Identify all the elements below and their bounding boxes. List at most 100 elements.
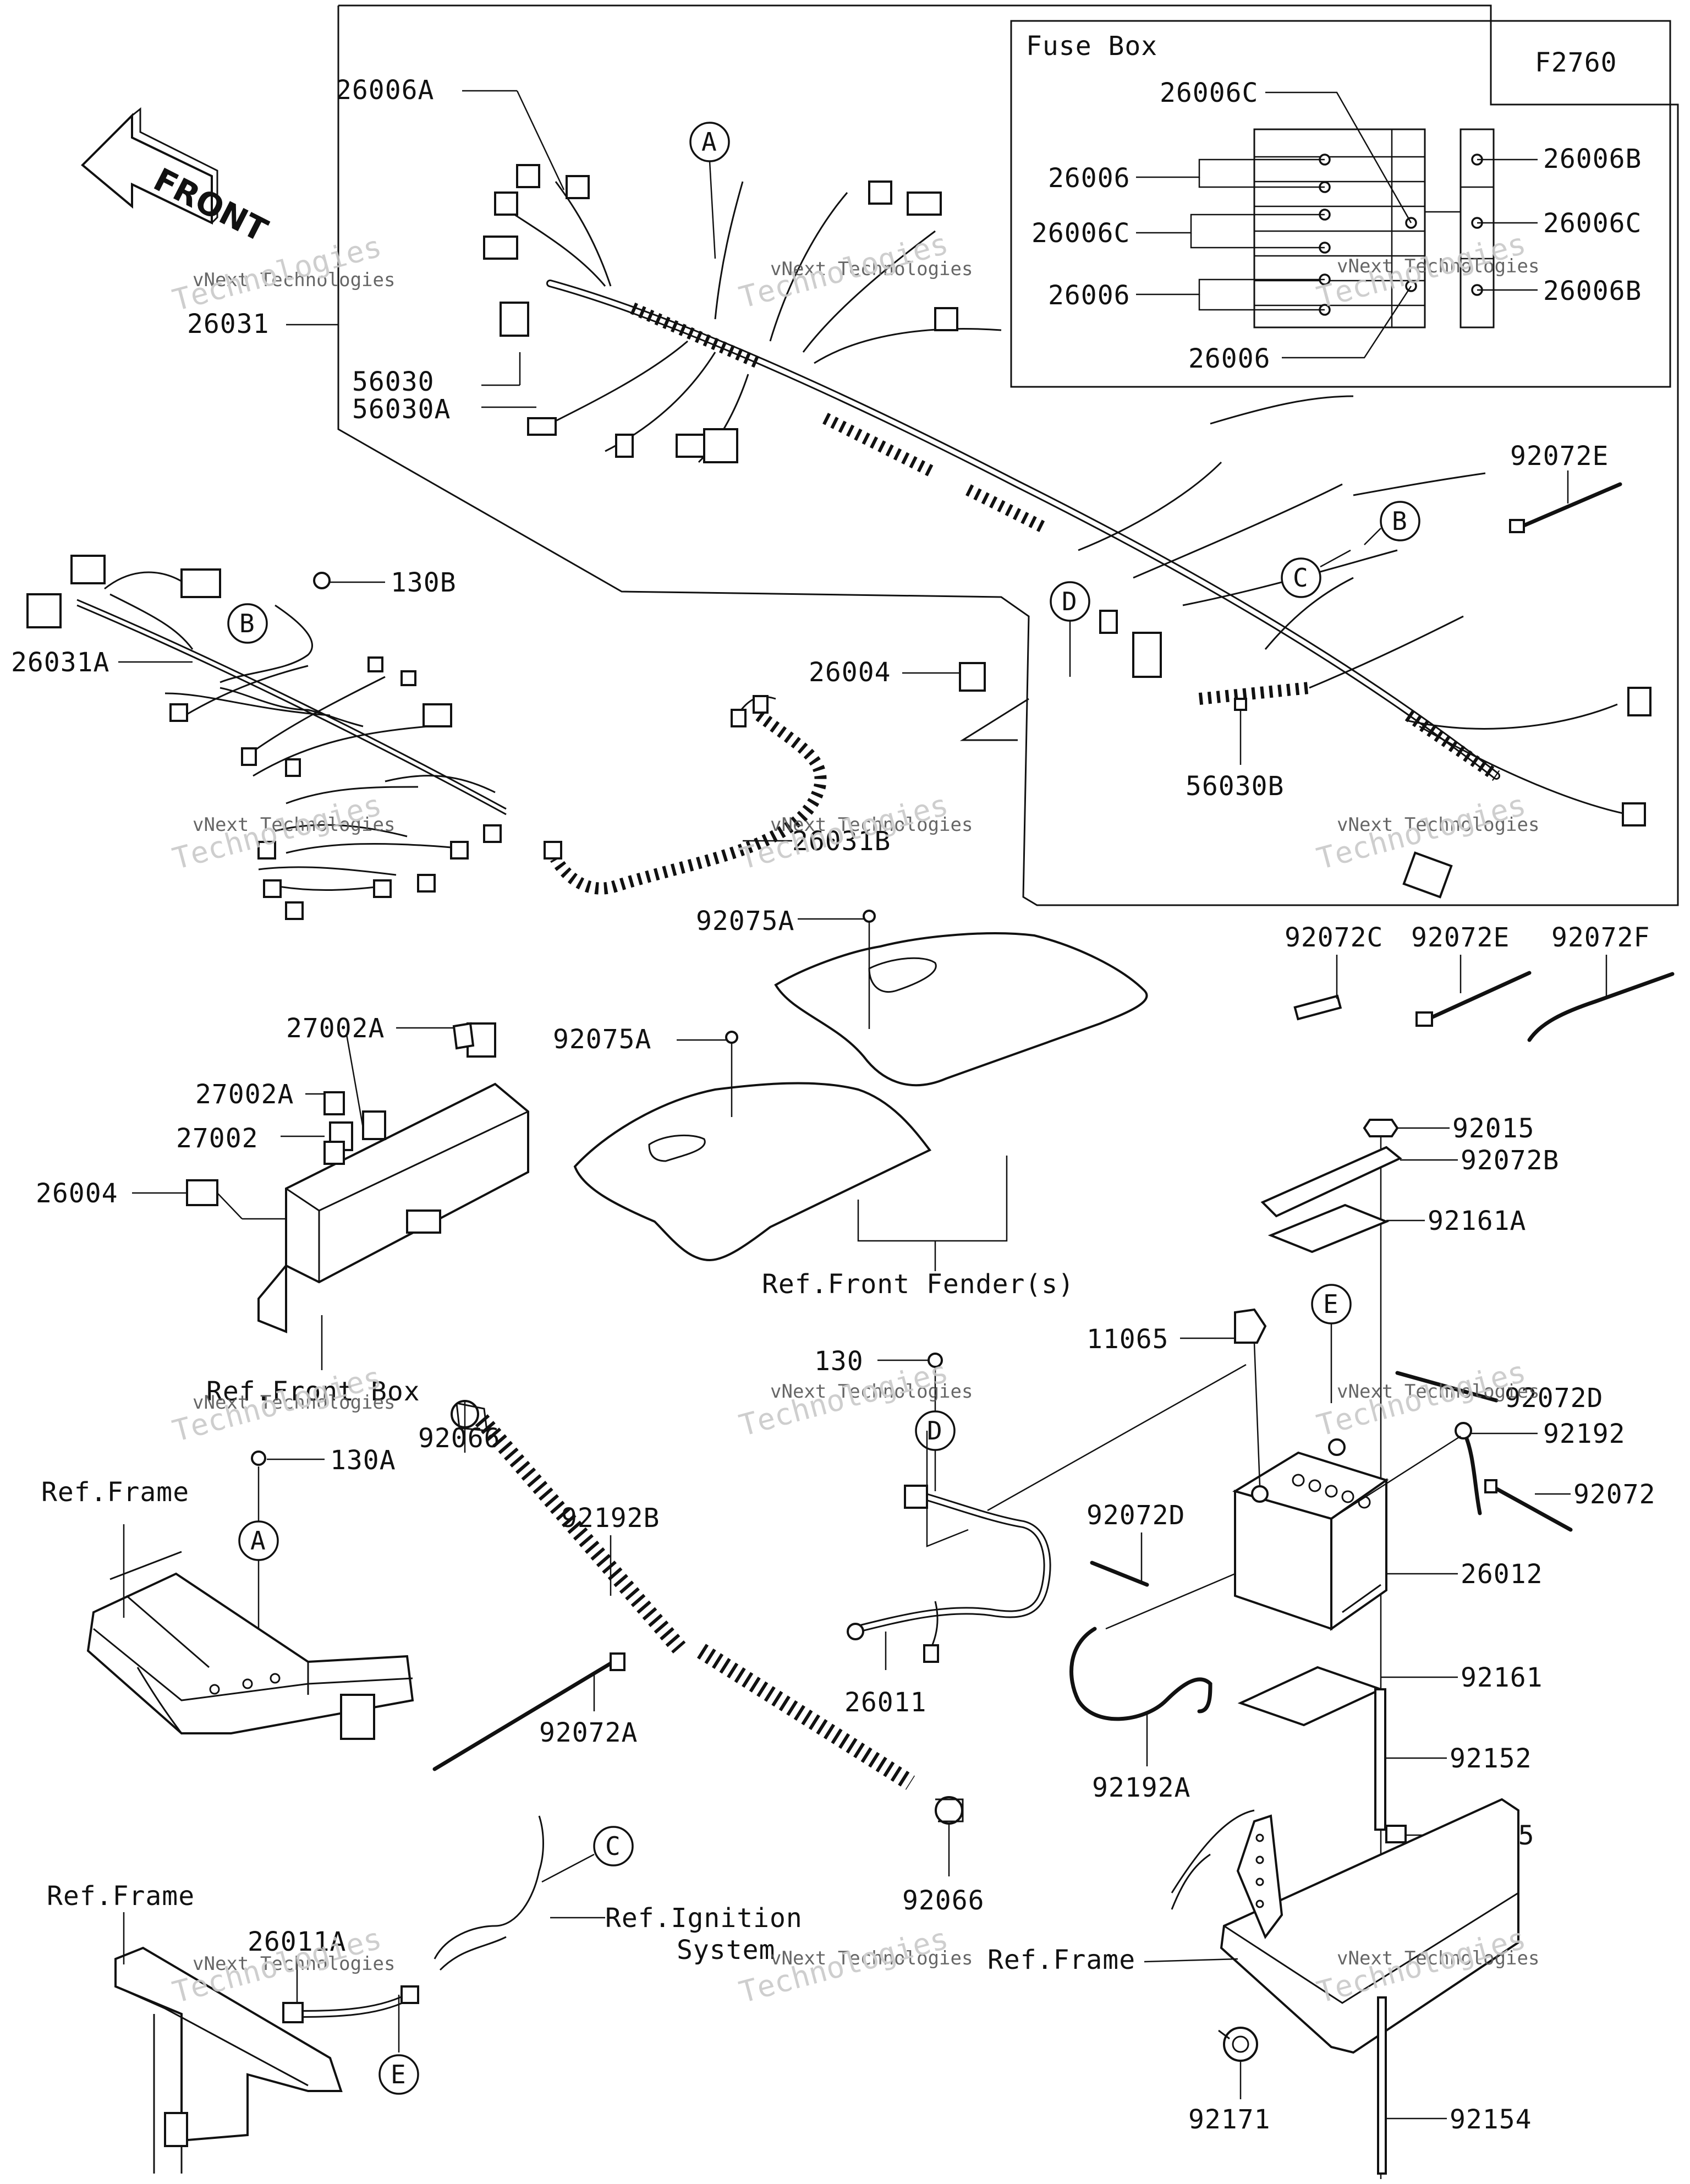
tube-92192b — [451, 1400, 964, 1825]
pad-92161a — [1268, 1203, 1390, 1254]
main-harness-outline — [337, 4, 1679, 906]
svg-text:vNext Technologies: vNext Technologies — [1337, 1947, 1539, 1969]
label-26031a: 26031A — [11, 647, 109, 678]
label-ref-front-box: Ref.Front Box — [206, 1376, 420, 1407]
nut-92015 — [1363, 1119, 1399, 1137]
diagram-code: F2760 — [1535, 47, 1617, 78]
front-box — [257, 1022, 529, 1333]
label-92192b: 92192B — [561, 1503, 660, 1534]
label-ref-ignition-1: Ref.Ignition — [605, 1903, 803, 1934]
watermarks: vNext Technologies Technologies vNext Te… — [169, 226, 1539, 2010]
label-26006a: 26006A — [336, 75, 434, 106]
tie-92072e — [1428, 971, 1532, 1020]
label-26004-top: 26004 — [809, 657, 891, 688]
label-56030b: 56030B — [1186, 771, 1284, 802]
label-26031: 26031 — [187, 309, 270, 340]
frame-section-lower — [114, 1946, 343, 2174]
svg-text:vNext Technologies: vNext Technologies — [1337, 814, 1539, 836]
label-26012: 26012 — [1461, 1559, 1543, 1590]
label-92066-bottom: 92066 — [902, 1885, 985, 1916]
callout-a-frame-label: A — [250, 1526, 266, 1556]
callout-e-lower-label: E — [391, 2060, 407, 2089]
callout-e-battery-label: E — [1323, 1289, 1339, 1319]
tie-92072d — [1090, 1561, 1149, 1587]
label-92072e-top: 92072E — [1510, 441, 1609, 472]
front-arrow-label: FRONT — [148, 161, 274, 249]
label-92072f: 92072F — [1551, 922, 1650, 953]
label-92161a: 92161A — [1428, 1206, 1526, 1236]
svg-text:vNext Technologies: vNext Technologies — [770, 258, 973, 280]
label-130a: 130A — [330, 1445, 396, 1476]
label-92072d: 92072D — [1087, 1500, 1185, 1531]
label-56030: 56030 — [352, 366, 435, 397]
label-ref-frame-lower: Ref.Frame — [47, 1881, 195, 1912]
svg-text:vNext Technologies: vNext Technologies — [193, 814, 395, 836]
rod-92154 — [1377, 1996, 1387, 2175]
label-27002a-2: 27002A — [195, 1079, 294, 1110]
fuse-label-26006-1: 26006 — [1048, 163, 1131, 194]
label-92161: 92161 — [1461, 1662, 1543, 1693]
label-130b: 130B — [391, 567, 457, 598]
svg-text:vNext Technologies: vNext Technologies — [770, 1947, 973, 1969]
clip-92075 — [1385, 1825, 1407, 1843]
label-26011: 26011 — [844, 1687, 927, 1718]
callout-c-lower — [593, 1826, 634, 1866]
callout-b-right — [1380, 501, 1420, 541]
svg-text:vNext Technologies: vNext Technologies — [193, 1392, 395, 1414]
fuse-label-26006b-2: 26006B — [1543, 276, 1642, 306]
label-92154: 92154 — [1450, 2104, 1532, 2135]
cable-26011a — [282, 1815, 544, 2023]
label-56030a: 56030A — [352, 394, 451, 425]
callout-e-lower — [378, 2054, 419, 2095]
svg-text:vNext Technologies: vNext Technologies — [193, 269, 395, 291]
svg-text:vNext Technologies: vNext Technologies — [193, 1953, 395, 1975]
label-92072a: 92072A — [539, 1717, 638, 1748]
rod-92152 — [1374, 1688, 1386, 1831]
fuse-label-26006-2: 26006 — [1048, 280, 1131, 311]
hose-92192a — [1069, 1627, 1212, 1721]
bolt-130b — [313, 572, 331, 589]
label-92075a: 92075A — [553, 1024, 651, 1055]
hose-92192 — [1461, 1428, 1482, 1515]
clamp-92171 — [1218, 2027, 1258, 2062]
label-26011a: 26011A — [248, 1926, 346, 1957]
battery-26012 — [1232, 1438, 1389, 1631]
label-ref-ignition-2: System — [677, 1935, 775, 1966]
callout-c-right — [1281, 557, 1321, 598]
label-92072d-top: 92072D — [1505, 1383, 1603, 1414]
callout-d-bottom-label: D — [927, 1416, 943, 1446]
fuse-label-26006c-top: 26006C — [1160, 78, 1258, 108]
callout-b-right-label: B — [1392, 506, 1408, 536]
label-26004-box: 26004 — [36, 1178, 118, 1209]
bolt-130a — [251, 1450, 266, 1466]
sub-harness-26031b — [544, 695, 827, 895]
label-27002a-1: 27002A — [286, 1013, 385, 1044]
svg-text:vNext Technologies: vNext Technologies — [770, 1381, 973, 1403]
label-ref-frame-left: Ref.Frame — [41, 1477, 189, 1508]
main-harness-26031 — [483, 164, 1651, 899]
callout-c-lower-label: C — [605, 1831, 621, 1861]
connector-27002 — [323, 1141, 345, 1165]
label-92015: 92015 — [1452, 1113, 1535, 1144]
connector-27002a-2 — [323, 1091, 345, 1115]
tie-92072d-top — [1395, 1371, 1499, 1403]
label-27002: 27002 — [176, 1123, 259, 1154]
connector-27002a-1 — [452, 1022, 475, 1050]
fuse-label-26006c-2: 26006C — [1031, 218, 1130, 249]
bracket-92072b — [1260, 1146, 1402, 1218]
label-92066-top: 92066 — [418, 1423, 501, 1454]
label-ref-frame-battery: Ref.Frame — [987, 1945, 1135, 1975]
label-92192: 92192 — [1543, 1419, 1626, 1449]
label-92171: 92171 — [1188, 2104, 1271, 2135]
fuse-box-title: Fuse Box — [1026, 31, 1157, 62]
front-fenders — [573, 932, 1148, 1262]
connector-26004-box — [186, 1179, 218, 1206]
tie-92072a — [432, 1660, 616, 1771]
callout-b-left-label: B — [239, 609, 255, 638]
tie-92072f — [1527, 972, 1675, 1042]
svg-text:vNext Technologies: vNext Technologies — [770, 814, 973, 836]
callout-d-top-label: D — [1062, 587, 1078, 616]
label-11065: 11065 — [1087, 1324, 1169, 1355]
callout-a-top-label: A — [701, 127, 717, 157]
callout-b-left — [227, 603, 268, 644]
